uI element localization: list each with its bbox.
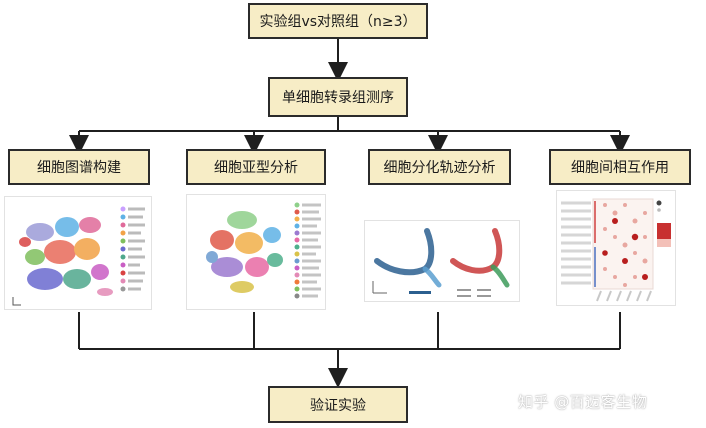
dotplot <box>561 198 671 302</box>
subtype-plot <box>206 202 321 299</box>
trajectory-plot <box>372 228 510 297</box>
tsne-cell-atlas-thumbnail <box>4 196 152 310</box>
single-cell-sequencing-box: 单细胞转录组测序 <box>268 77 408 117</box>
tsne-plot <box>12 206 145 306</box>
cell-interaction-box: 细胞间相互作用 <box>549 149 691 185</box>
experiment-vs-control-box: 实验组vs对照组（n≥3） <box>248 3 428 39</box>
ligand-receptor-dotplot-thumbnail <box>556 190 676 306</box>
cell-subtype-box: 细胞亚型分析 <box>186 149 326 185</box>
watermark: 知乎 @百迈客生物 <box>518 393 648 411</box>
pseudotime-trajectory-thumbnail <box>364 220 520 302</box>
tsne-subtype-thumbnail <box>186 194 326 310</box>
trajectory-box: 细胞分化轨迹分析 <box>368 149 511 185</box>
cell-atlas-box: 细胞图谱构建 <box>8 149 150 185</box>
validation-box: 验证实验 <box>268 386 408 423</box>
